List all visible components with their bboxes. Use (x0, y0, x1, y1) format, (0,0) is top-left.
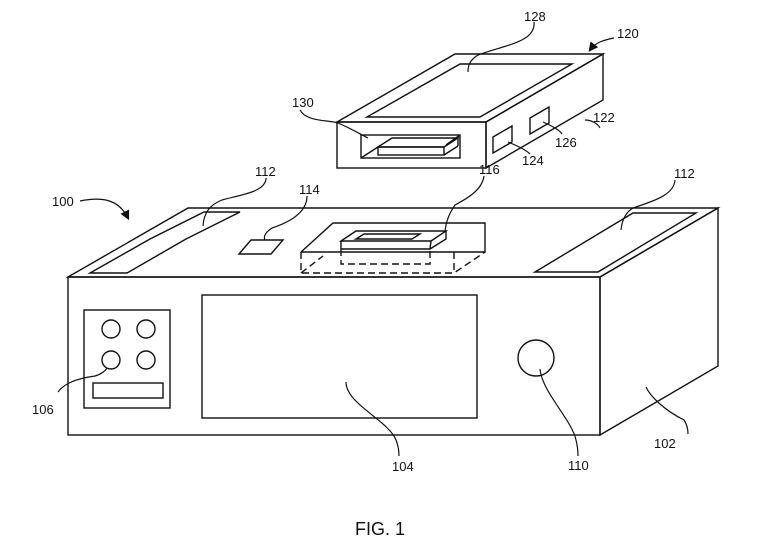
module-front-face (336, 121, 487, 169)
lead-130 (299, 109, 369, 139)
lead-122 (584, 119, 601, 129)
top-pad-left (87, 211, 241, 274)
base-top-face (65, 207, 721, 278)
port-b (529, 105, 550, 136)
label-106: 106 (32, 402, 54, 417)
label-104: 104 (392, 459, 414, 474)
button-4[interactable] (136, 350, 156, 370)
lead-104 (345, 381, 400, 457)
label-102: 102 (654, 436, 676, 451)
display (201, 294, 478, 419)
arrow-120 (588, 37, 615, 52)
base-front-face (67, 276, 601, 436)
label-114: 114 (299, 182, 320, 197)
label-100: 100 (52, 194, 74, 209)
module-screen (364, 63, 575, 118)
module-side-face (485, 52, 604, 170)
lead-106 (57, 367, 108, 393)
button-1[interactable] (101, 319, 121, 339)
lead-112-left (202, 177, 267, 227)
module-connector (360, 134, 461, 159)
leader-lines (57, 21, 689, 457)
dock (300, 222, 486, 274)
button-2[interactable] (136, 319, 156, 339)
lead-124 (507, 141, 531, 155)
arrow-100 (79, 198, 130, 221)
figure-caption: FIG. 1 (355, 519, 405, 539)
label-130: 130 (292, 95, 314, 110)
reference-numerals: 100 102 104 106 110 112 112 114 116 120 … (32, 9, 695, 539)
label-110: 110 (568, 458, 589, 473)
lead-112-right (620, 179, 676, 231)
label-116: 116 (479, 162, 500, 177)
lead-110 (539, 368, 579, 457)
label-124: 124 (522, 153, 544, 168)
lead-114 (263, 195, 308, 241)
label-122: 122 (593, 110, 615, 125)
base-side-face (599, 206, 719, 437)
control-panel (83, 309, 171, 409)
base-unit (65, 206, 721, 437)
lead-126 (542, 121, 563, 135)
label-120: 120 (617, 26, 639, 41)
knob[interactable] (517, 339, 555, 377)
button-3[interactable] (101, 350, 121, 370)
label-128: 128 (524, 9, 546, 24)
top-slot (237, 239, 285, 255)
lead-128 (467, 21, 535, 73)
top-pad-right (532, 212, 699, 273)
lead-116 (444, 175, 485, 233)
module (334, 52, 606, 170)
label-112-left: 112 (255, 164, 276, 179)
port-a (492, 124, 513, 155)
lead-102 (645, 386, 689, 435)
panel-slot (92, 382, 164, 399)
label-112-right: 112 (674, 166, 695, 181)
label-126: 126 (555, 135, 577, 150)
